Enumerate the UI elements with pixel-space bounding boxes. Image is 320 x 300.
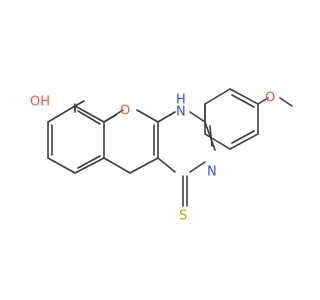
bond (229, 133, 259, 150)
bond (189, 111, 206, 123)
bond (231, 94, 255, 108)
bond (77, 110, 101, 125)
nh-label: H (176, 93, 186, 108)
bond (204, 133, 231, 150)
bond (209, 125, 213, 147)
sulfur-label: S (179, 209, 187, 224)
bond (74, 157, 105, 174)
bond (74, 100, 85, 107)
bond (77, 155, 101, 169)
bond (157, 111, 176, 123)
bond (103, 109, 124, 123)
bond (231, 130, 255, 144)
bond (229, 88, 259, 105)
bond (157, 157, 176, 173)
bond (74, 105, 105, 123)
bond (129, 157, 159, 174)
molecule-structure-diagram: OH O H N N O S (30, 88, 293, 224)
nitrogen-label: N (176, 105, 186, 120)
ring-oxygen-label: O (120, 104, 130, 119)
atom-labels: OH O H N N O S (30, 91, 275, 224)
pyrimidine-nitrogen-label: N (207, 165, 217, 180)
bonds (47, 88, 293, 207)
bond (257, 97, 269, 105)
bond (189, 161, 206, 173)
hydroxyl-label: OH (30, 95, 50, 110)
bond (204, 121, 216, 151)
bond (47, 157, 76, 174)
methoxy-oxygen-label: O (265, 91, 275, 106)
bond (47, 105, 76, 123)
bond (204, 88, 231, 105)
bond (136, 109, 159, 123)
bond (279, 97, 293, 107)
bond (103, 157, 131, 174)
